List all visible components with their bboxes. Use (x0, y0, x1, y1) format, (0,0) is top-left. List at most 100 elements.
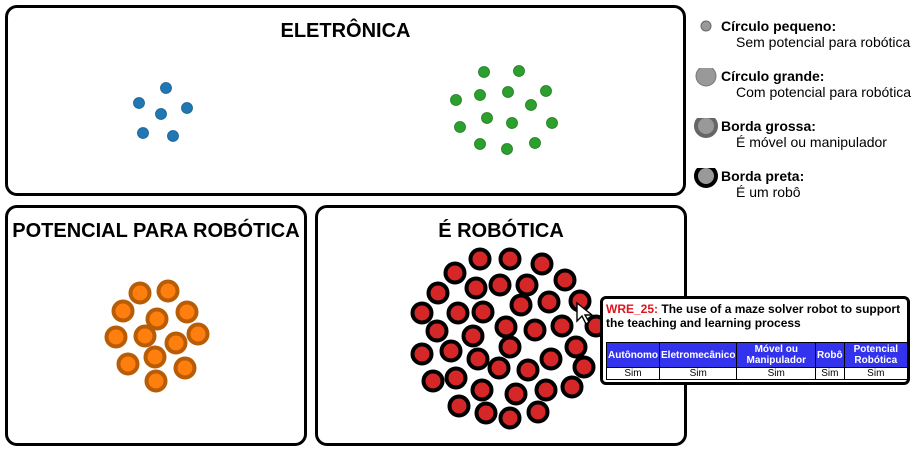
node-robotica[interactable] (443, 261, 467, 285)
table-cell: Sim (606, 367, 660, 380)
node-robotica[interactable] (515, 273, 539, 297)
node-eletronica[interactable] (478, 66, 490, 78)
node-robotica[interactable] (466, 347, 490, 371)
node-robotica[interactable] (470, 378, 494, 402)
node-robotica[interactable] (504, 382, 528, 406)
node-robotica[interactable] (446, 301, 470, 325)
node-robotica[interactable] (530, 252, 554, 276)
node-robotica[interactable] (421, 369, 445, 393)
table-header: Eletromecânico (658, 342, 738, 368)
node-eletronica[interactable] (540, 85, 552, 97)
node-robotica[interactable] (523, 318, 547, 342)
node-eletronica[interactable] (137, 127, 149, 139)
panel-potencial: POTENCIAL PARA ROBÓTICA (5, 205, 307, 446)
tooltip-table: Autônomo Eletromecânico Móvel ou Manipul… (606, 342, 909, 380)
node-robotica[interactable] (550, 314, 574, 338)
node-potencial[interactable] (186, 322, 210, 346)
node-potencial[interactable] (143, 345, 167, 369)
node-robotica[interactable] (468, 247, 492, 271)
node-potencial[interactable] (175, 300, 199, 324)
node-robotica[interactable] (461, 324, 485, 348)
legend-desc: Sem potencial para robótica (736, 34, 911, 50)
thick-border-circle-icon (694, 118, 718, 138)
legend-desc: É um robô (736, 184, 801, 200)
node-eletronica[interactable] (529, 137, 541, 149)
black-border-circle-icon (694, 168, 718, 188)
node-potencial[interactable] (156, 279, 180, 303)
small-circle-icon (700, 20, 712, 32)
legend-title: Borda preta: (721, 168, 805, 184)
node-robotica[interactable] (471, 300, 495, 324)
node-robotica[interactable] (498, 406, 522, 430)
node-robotica[interactable] (509, 293, 533, 317)
node-eletronica[interactable] (450, 94, 462, 106)
table-cell: Sim (843, 367, 909, 380)
node-robotica[interactable] (553, 268, 577, 292)
node-eletronica[interactable] (513, 65, 525, 77)
node-potencial[interactable] (133, 324, 157, 348)
node-robotica[interactable] (526, 400, 550, 424)
legend-title: Círculo pequeno: (721, 18, 837, 34)
node-eletronica[interactable] (546, 117, 558, 129)
node-potencial[interactable] (116, 352, 140, 376)
node-robotica[interactable] (447, 394, 471, 418)
node-robotica[interactable] (488, 273, 512, 297)
legend-title: Borda grossa: (721, 118, 816, 134)
node-robotica[interactable] (537, 290, 561, 314)
table-cell: Sim (736, 367, 817, 380)
node-eletronica[interactable] (155, 108, 167, 120)
node-robotica[interactable] (464, 276, 488, 300)
node-eletronica[interactable] (454, 121, 466, 133)
panel-title-eletronica: ELETRÔNICA (280, 20, 411, 42)
node-robotica[interactable] (410, 301, 434, 325)
table-cell: Sim (658, 367, 738, 380)
mouse-cursor-icon (576, 301, 594, 326)
node-robotica[interactable] (539, 347, 563, 371)
node-potencial[interactable] (145, 307, 169, 331)
node-robotica[interactable] (534, 378, 558, 402)
node-potencial[interactable] (128, 281, 152, 305)
legend-desc: É móvel ou manipulador (736, 134, 887, 150)
panel-title-potencial: POTENCIAL PARA ROBÓTICA (12, 220, 300, 242)
node-robotica[interactable] (516, 358, 540, 382)
node-robotica[interactable] (494, 315, 518, 339)
node-robotica[interactable] (498, 247, 522, 271)
node-eletronica[interactable] (181, 102, 193, 114)
node-potencial[interactable] (144, 369, 168, 393)
node-potencial[interactable] (173, 356, 197, 380)
node-eletronica[interactable] (502, 86, 514, 98)
node-eletronica[interactable] (506, 117, 518, 129)
table-cell: Sim (815, 367, 845, 380)
node-robotica[interactable] (564, 335, 588, 359)
table-header: Autônomo (606, 342, 660, 368)
node-robotica[interactable] (474, 401, 498, 425)
node-robotica[interactable] (498, 335, 522, 359)
large-circle-icon (695, 68, 717, 87)
node-eletronica[interactable] (481, 112, 493, 124)
node-eletronica[interactable] (474, 89, 486, 101)
panel-title-robotica: É ROBÓTICA (438, 220, 564, 242)
node-eletronica[interactable] (501, 143, 513, 155)
node-potencial[interactable] (111, 299, 135, 323)
node-tooltip: WRE_25: The use of a maze solver robot t… (600, 296, 910, 385)
node-robotica[interactable] (410, 342, 434, 366)
node-eletronica[interactable] (160, 82, 172, 94)
node-eletronica[interactable] (167, 130, 179, 142)
panel-eletronica: ELETRÔNICA (5, 5, 686, 196)
node-potencial[interactable] (164, 331, 188, 355)
node-robotica[interactable] (425, 319, 449, 343)
table-header: Robô (815, 342, 845, 368)
node-eletronica[interactable] (474, 138, 486, 150)
node-robotica[interactable] (572, 355, 596, 379)
node-potencial[interactable] (104, 325, 128, 349)
node-eletronica[interactable] (133, 97, 145, 109)
node-robotica[interactable] (426, 281, 450, 305)
legend-desc: Com potencial para robótica (736, 84, 912, 100)
node-eletronica[interactable] (525, 99, 537, 111)
legend-title: Círculo grande: (721, 68, 825, 84)
node-robotica[interactable] (487, 356, 511, 380)
node-robotica[interactable] (439, 339, 463, 363)
node-robotica[interactable] (560, 375, 584, 399)
node-robotica[interactable] (444, 366, 468, 390)
tooltip-text: The use of a maze solver robot to suppor… (606, 302, 901, 330)
